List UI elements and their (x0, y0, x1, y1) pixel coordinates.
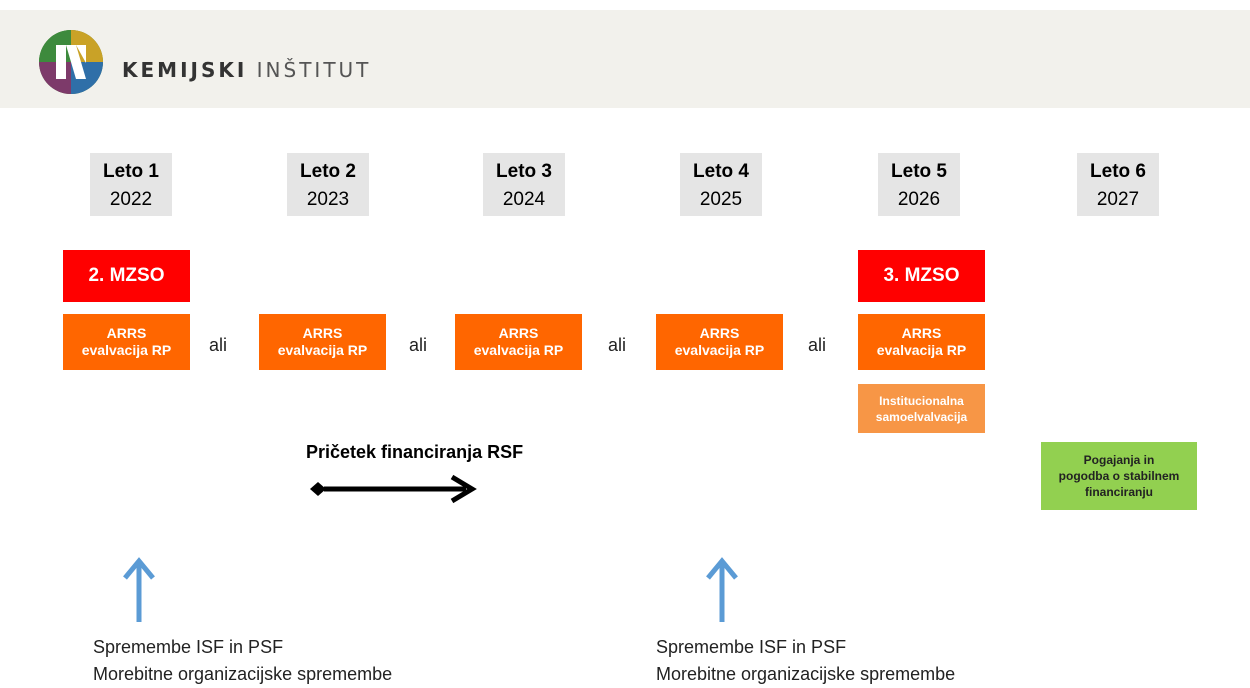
institutional-line2: samoelvalvacija (875, 409, 968, 424)
change-note-1: Spremembe ISF in PSF Morebitne organizac… (93, 634, 392, 688)
arrs-line1: ARRS (302, 325, 343, 341)
negotiation-line2: pogodba o stabilnem (1058, 469, 1180, 483)
arrs-line1: ARRS (106, 325, 147, 341)
note-line2: Morebitne organizacijske spremembe (93, 664, 393, 684)
negotiation-box: Pogajanja in pogodba o stabilnem financi… (1041, 442, 1197, 510)
year-header-6: Leto 6 2027 (1077, 153, 1159, 216)
arrs-line2: evalvacija RP (674, 342, 765, 358)
mzso-box-1: 2. MZSO (63, 250, 190, 302)
negotiation-line1: Pogajanja in (1083, 453, 1155, 467)
year-value: 2023 (306, 189, 350, 210)
change-note-2: Spremembe ISF in PSF Morebitne organizac… (656, 634, 955, 688)
year-header-2: Leto 2 2023 (287, 153, 369, 216)
year-value: 2022 (109, 189, 153, 210)
arrs-box-1: ARRS evalvacija RP (63, 314, 190, 370)
year-label: Leto 5 (891, 161, 947, 182)
arrs-line2: evalvacija RP (876, 342, 967, 358)
note-line1: Spremembe ISF in PSF (93, 637, 284, 657)
up-arrow-icon (123, 557, 155, 622)
double-arrow-icon (310, 474, 477, 504)
year-value: 2027 (1096, 189, 1140, 210)
header-bar: KEMIJSKI INŠTITUT (0, 10, 1250, 108)
up-arrow-icon (706, 557, 738, 622)
negotiation-line3: financiranju (1084, 485, 1153, 499)
mzso-box-2: 3. MZSO (858, 250, 985, 302)
note-line1: Spremembe ISF in PSF (656, 637, 847, 657)
year-value: 2026 (897, 189, 941, 210)
arrs-line1: ARRS (498, 325, 539, 341)
institutional-evaluation-box: Institucionalna samoelvalvacija (858, 384, 985, 433)
year-label: Leto 1 (103, 161, 159, 182)
arrs-line2: evalvacija RP (81, 342, 172, 358)
year-header-4: Leto 4 2025 (680, 153, 762, 216)
arrs-line2: evalvacija RP (277, 342, 368, 358)
year-label: Leto 6 (1090, 161, 1146, 182)
arrs-box-4: ARRS evalvacija RP (656, 314, 783, 370)
brand-light: INŠTITUT (256, 58, 372, 82)
arrs-line2: evalvacija RP (473, 342, 564, 358)
brand-name: KEMIJSKI INŠTITUT (122, 58, 371, 82)
rsf-funding-title: Pričetek financiranja RSF (306, 442, 524, 462)
arrs-line1: ARRS (699, 325, 740, 341)
ali-connector: ali (209, 335, 228, 355)
arrs-line1: ARRS (901, 325, 942, 341)
year-header-1: Leto 1 2022 (90, 153, 172, 216)
arrs-box-3: ARRS evalvacija RP (455, 314, 582, 370)
year-header-5: Leto 5 2026 (878, 153, 960, 216)
year-value: 2024 (502, 189, 546, 210)
ali-connector: ali (409, 335, 428, 355)
arrs-box-2: ARRS evalvacija RP (259, 314, 386, 370)
year-header-3: Leto 3 2024 (483, 153, 565, 216)
ali-connector: ali (608, 335, 627, 355)
year-value: 2025 (699, 189, 743, 210)
arrs-box-5: ARRS evalvacija RP (858, 314, 985, 370)
note-line2: Morebitne organizacijske spremembe (656, 664, 956, 684)
year-label: Leto 3 (496, 161, 552, 182)
year-label: Leto 4 (693, 161, 749, 182)
brand-bold: KEMIJSKI (122, 58, 248, 82)
year-label: Leto 2 (300, 161, 356, 182)
ali-connector: ali (808, 335, 827, 355)
institutional-line1: Institucionalna (879, 393, 964, 408)
ki-logo-icon (39, 30, 103, 94)
